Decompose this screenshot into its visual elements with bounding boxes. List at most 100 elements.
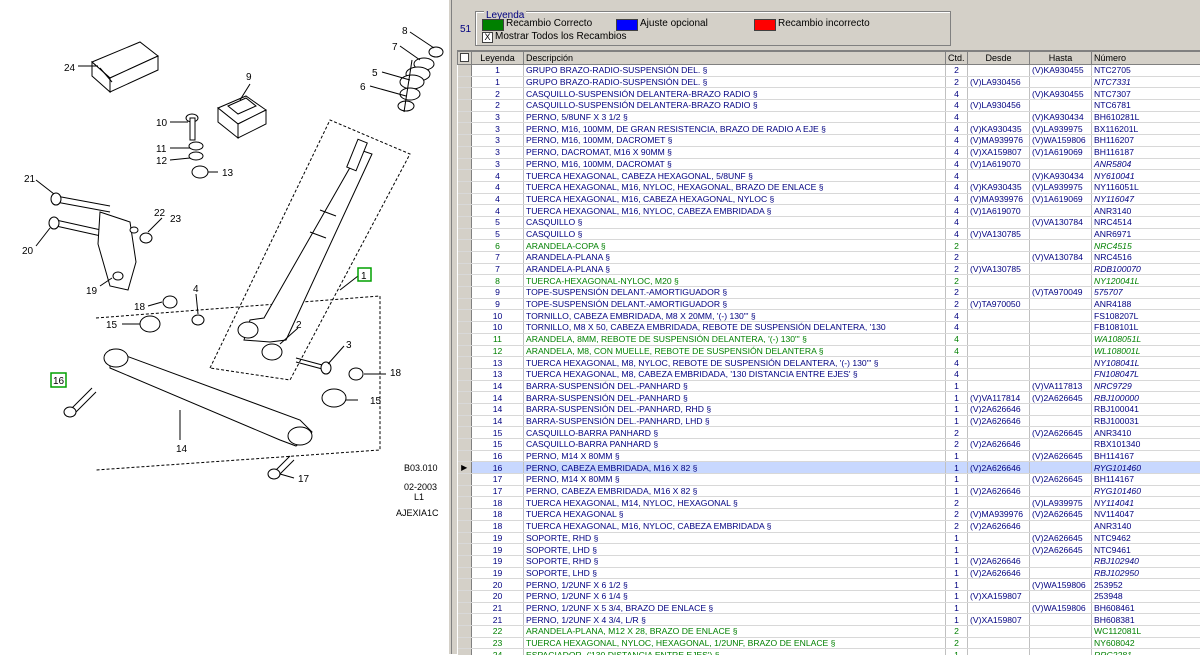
callout-6: 6 xyxy=(360,82,366,93)
part-16-bolt[interactable] xyxy=(64,388,96,417)
part-24-spacer[interactable] xyxy=(92,42,158,92)
parts-grid: Leyenda Descripción Ctd. Desde Hasta Núm… xyxy=(457,50,1200,655)
cell-desde xyxy=(968,380,1030,392)
cell-desde: (V)1A619070 xyxy=(968,205,1030,217)
cell-leyenda: 15 xyxy=(472,439,524,451)
cell-ctd: 2 xyxy=(946,287,968,299)
cell-descripcion: PERNO, M14 X 80MM § xyxy=(524,450,946,462)
cell-desde xyxy=(968,216,1030,228)
cell-desde xyxy=(968,602,1030,614)
cell-hasta xyxy=(1030,626,1092,638)
cell-ctd: 4 xyxy=(946,146,968,158)
cell-numero: ANR3140 xyxy=(1092,520,1200,532)
part-stack-5-8[interactable] xyxy=(398,47,443,112)
header-ctd[interactable]: Ctd. xyxy=(946,52,968,65)
cell-desde xyxy=(968,637,1030,649)
cell-leyenda: 5 xyxy=(472,228,524,240)
part-14-panhard-bar[interactable] xyxy=(104,316,346,446)
cell-desde xyxy=(968,345,1030,357)
exploded-parts-diagram: 24 9 8 7 5 6 10 11 12 13 21 22 23 20 19 … xyxy=(0,0,448,654)
cell-numero: ANR5804 xyxy=(1092,158,1200,170)
cell-hasta xyxy=(1030,310,1092,322)
header-hasta[interactable]: Hasta xyxy=(1030,52,1092,65)
part-linkage-19-23[interactable] xyxy=(49,193,152,290)
cell-hasta xyxy=(1030,462,1092,474)
header-leyenda[interactable]: Leyenda xyxy=(472,52,524,65)
cell-numero: NTC7331 xyxy=(1092,76,1200,88)
cell-descripcion: CASQUILLO § xyxy=(524,228,946,240)
cell-numero: WA108051L xyxy=(1092,333,1200,345)
row-indicator xyxy=(458,649,472,655)
header-descripcion[interactable]: Descripción xyxy=(524,52,946,65)
header-desde[interactable]: Desde xyxy=(968,52,1030,65)
cell-numero: 253948 xyxy=(1092,590,1200,602)
header-numero[interactable]: Número xyxy=(1092,52,1200,65)
cell-descripcion: PERNO, 1/2UNF X 4 3/4, L/R § xyxy=(524,614,946,626)
callout-4: 4 xyxy=(193,284,199,295)
part-9-bump-stop[interactable] xyxy=(218,96,266,138)
callout-20: 20 xyxy=(22,246,34,257)
show-all-checkbox[interactable]: X xyxy=(482,32,493,43)
part-stack-10-13[interactable] xyxy=(186,114,208,178)
header-select-all[interactable] xyxy=(458,52,472,65)
cell-numero: ANR3410 xyxy=(1092,427,1200,439)
row-indicator xyxy=(458,614,472,626)
cell-hasta xyxy=(1030,263,1092,275)
cell-leyenda: 19 xyxy=(472,567,524,579)
cell-leyenda: 14 xyxy=(472,392,524,404)
cell-leyenda: 3 xyxy=(472,158,524,170)
part-17-bolt[interactable] xyxy=(268,456,294,479)
